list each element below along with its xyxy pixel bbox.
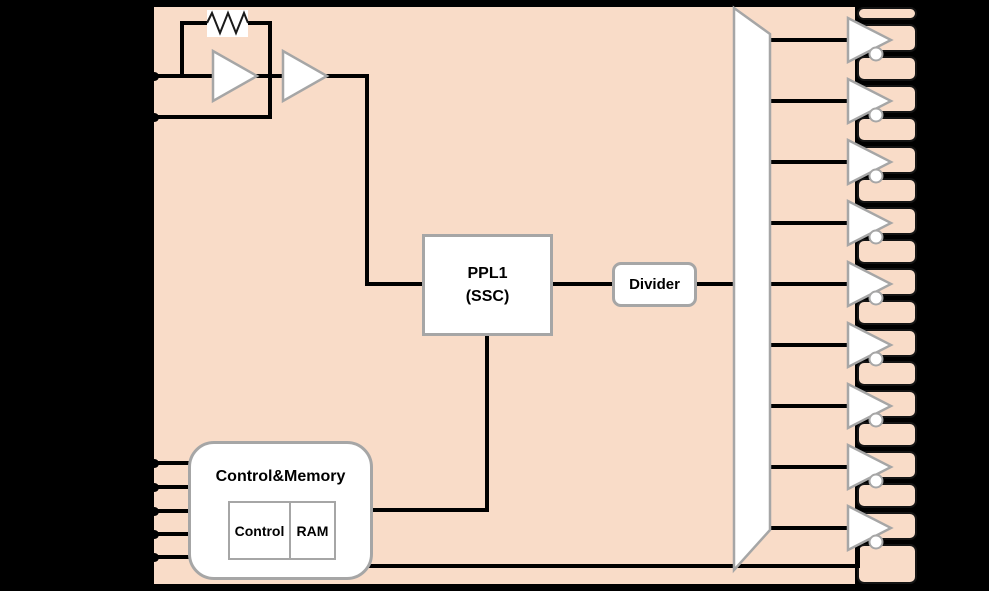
buffer-out-pos-wire-1 <box>855 20 918 24</box>
chip-border-top <box>150 3 918 7</box>
control-input-wire-4 <box>152 532 190 536</box>
control-input-pin-dot-5 <box>149 552 159 562</box>
buffer-out-pos-wire-5 <box>855 264 918 268</box>
buffer-input-wire-1 <box>768 38 850 42</box>
divider-to-mux-wire <box>695 282 738 286</box>
amp-to-buffer-wire <box>255 74 285 78</box>
buffer-input-wire-6 <box>768 343 850 347</box>
control-input-wire-1 <box>152 461 190 465</box>
buffer-out-pos-wire-7 <box>855 386 918 390</box>
buffer-out-neg-wire-6 <box>879 357 918 361</box>
control-input-wire-5 <box>152 555 190 559</box>
pll-label-line2: (SSC) <box>465 288 510 305</box>
buffer-out-wire <box>325 74 369 78</box>
control-memory-inner-box: Control RAM <box>228 501 336 560</box>
pin-tab <box>857 300 917 325</box>
buffer-out-neg-wire-1 <box>879 52 918 56</box>
buffer-out-pos-wire-2 <box>855 81 918 85</box>
xtal-in2-wire <box>152 115 272 119</box>
buffer-out-neg-wire-8 <box>879 479 918 483</box>
buffer-out-neg-wire-4 <box>879 235 918 239</box>
pin-tab <box>857 178 917 203</box>
pin-tab <box>857 268 917 296</box>
pin-tab <box>857 24 917 52</box>
buffer-out-neg-wire-3 <box>879 174 918 178</box>
control-input-wire-3 <box>152 509 190 513</box>
xtal2-pin-dot <box>149 112 159 122</box>
ram-sub-block: RAM <box>296 522 329 539</box>
pin-tab <box>857 451 917 479</box>
pll-bottom-wire <box>485 334 489 512</box>
pin-tab <box>857 85 917 113</box>
buffer-input-wire-9 <box>768 526 850 530</box>
buffer-input-wire-8 <box>768 465 850 469</box>
control-sub-block: Control <box>230 503 291 558</box>
buffer-out-neg-wire-7 <box>879 418 918 422</box>
pll-to-cm-wire <box>371 508 487 512</box>
pin-tab <box>857 117 917 142</box>
pin-tab <box>857 390 917 418</box>
pll-to-divider-wire <box>551 282 614 286</box>
pin-tab <box>857 56 917 81</box>
control-memory-block: Control&Memory Control RAM <box>188 441 373 580</box>
feedback-right-wire <box>268 21 272 119</box>
buffer-out-pos-wire-4 <box>855 203 918 207</box>
feedback-top-wire <box>180 21 272 25</box>
pll-label-line1: PPL1 <box>467 265 508 282</box>
chip-border-left <box>150 3 154 588</box>
divider-label: Divider <box>629 276 680 293</box>
pin-tab <box>857 512 917 540</box>
buffer-input-wire-2 <box>768 99 850 103</box>
buffer-out-pos-wire-8 <box>855 447 918 451</box>
pin-tab <box>857 146 917 174</box>
buffer-input-wire-3 <box>768 160 850 164</box>
pin-tab <box>857 483 917 508</box>
cm-bypass-wire <box>366 564 860 568</box>
buffer-input-wire-4 <box>768 221 850 225</box>
pll-in-wire <box>365 282 424 286</box>
buffer-out-down-wire <box>365 74 369 286</box>
divider-block: Divider <box>612 262 697 307</box>
pin-tab <box>857 329 917 357</box>
buffer-out-neg-wire-2 <box>879 113 918 117</box>
cm-bypass-up-wire <box>856 546 860 568</box>
buffer-out-pos-wire-9 <box>855 508 918 512</box>
feedback-left-wire <box>180 21 184 78</box>
buffer-out-neg-wire-5 <box>879 296 918 300</box>
pin-tab <box>857 544 917 584</box>
buffer-out-pos-wire-3 <box>855 142 918 146</box>
buffer-out-neg-wire-9 <box>879 540 918 544</box>
control-input-pin-dot-1 <box>149 458 159 468</box>
pin-tab <box>857 361 917 386</box>
pin-tab <box>857 207 917 235</box>
buffer-input-wire-7 <box>768 404 850 408</box>
pin-tab <box>857 239 917 264</box>
xtal1-pin-dot <box>149 71 159 81</box>
pin-tab <box>857 7 917 20</box>
control-input-wire-2 <box>152 485 190 489</box>
control-input-pin-dot-3 <box>149 506 159 516</box>
chip-border-bottom <box>150 584 918 588</box>
control-input-pin-dot-4 <box>149 529 159 539</box>
buffer-input-wire-5 <box>768 282 850 286</box>
control-memory-title: Control&Memory <box>215 468 346 485</box>
buffer-out-pos-wire-6 <box>855 325 918 329</box>
control-input-pin-dot-2 <box>149 482 159 492</box>
pll-block: PPL1 (SSC) <box>422 234 553 336</box>
pin-tab <box>857 422 917 447</box>
